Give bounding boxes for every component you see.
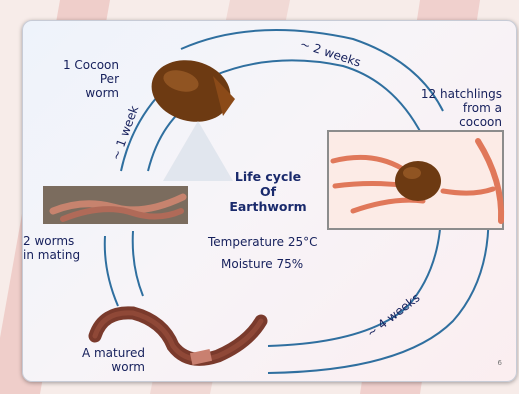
hatchlings-label-line2: from a <box>416 101 502 115</box>
cocoon-label-line1: 1 Cocoon <box>61 58 119 72</box>
page-number: 6 <box>498 359 502 367</box>
matured-label-line1: A matured <box>75 346 145 360</box>
mating-label-line1: 2 worms <box>23 234 80 248</box>
temperature-label: Temperature 25°C <box>208 235 317 249</box>
slide-panel: ~ 2 weeks ~ 1 week ~ 4 weeks 1 Cocoon Pe… <box>22 20 517 382</box>
title-line1: Life cycle <box>223 169 313 184</box>
mating-label-line2: in mating <box>23 248 80 262</box>
matured-label: A matured worm <box>75 346 145 374</box>
mating-label: 2 worms in mating <box>23 234 80 262</box>
diagram-title: Life cycle Of Earthworm <box>223 169 313 214</box>
duration-2-weeks: ~ 2 weeks <box>298 37 362 70</box>
cocoon-label-line2: Per <box>61 72 119 86</box>
duration-4-weeks: ~ 4 weeks <box>364 291 422 341</box>
hatchlings-label-line3: cocoon <box>416 115 502 129</box>
hatchlings-label-line1: 12 hatchlings <box>416 87 502 101</box>
duration-1-week: ~ 1 week <box>109 104 142 162</box>
moisture-label: Moisture 75% <box>221 257 303 271</box>
matured-label-line2: worm <box>75 360 145 374</box>
cocoon-label: 1 Cocoon Per worm <box>61 58 119 100</box>
cocoon-label-line3: worm <box>61 86 119 100</box>
title-line2: Of <box>223 184 313 199</box>
title-line3: Earthworm <box>223 199 313 214</box>
hatchlings-label: 12 hatchlings from a cocoon <box>416 87 502 129</box>
